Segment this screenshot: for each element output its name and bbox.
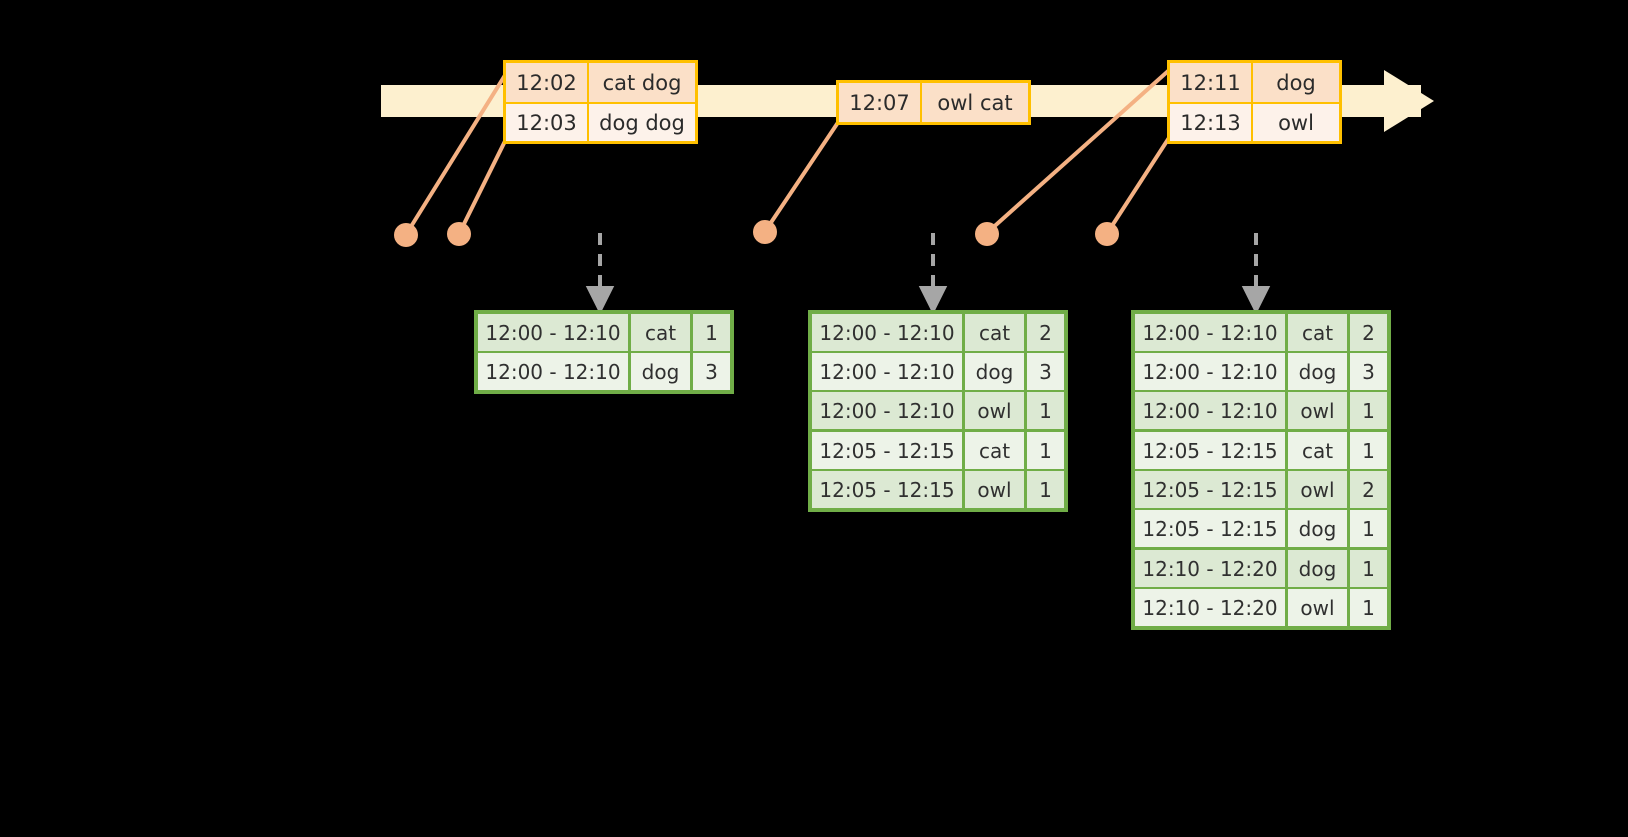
cell-window: 12:05 - 12:15: [812, 471, 962, 508]
cell-count: 1: [693, 314, 730, 351]
cell-word: dog: [631, 353, 690, 390]
cell-window: 12:05 - 12:15: [1135, 471, 1285, 508]
connector-dots: [394, 220, 1119, 247]
connector-line-2: [458, 125, 514, 234]
cell-word: dog: [1288, 550, 1347, 587]
cell-count: 2: [1350, 471, 1387, 508]
event-time: 12:07: [839, 83, 922, 122]
event-time: 12:13: [1170, 104, 1253, 141]
event-box-3[interactable]: 12:11 dog 12:13 owl: [1167, 60, 1342, 144]
dot-1: [394, 223, 418, 247]
cell-window: 12:05 - 12:15: [1135, 432, 1285, 469]
cell-word: cat: [965, 432, 1024, 469]
cell-word: owl: [1288, 471, 1347, 508]
cell-word: dog: [1288, 353, 1347, 390]
cell-count: 2: [1027, 314, 1064, 351]
event-row: 12:07 owl cat: [839, 83, 1028, 122]
cell-word: dog: [1288, 510, 1347, 547]
cell-word: owl: [1288, 589, 1347, 626]
connector-line-1: [405, 62, 514, 235]
cell-word: dog: [965, 353, 1024, 390]
event-payload: owl cat: [922, 83, 1028, 122]
cell-window: 12:00 - 12:10: [1135, 392, 1285, 429]
cell-window: 12:05 - 12:15: [1135, 510, 1285, 547]
cell-word: cat: [965, 314, 1024, 351]
cell-word: cat: [1288, 314, 1347, 351]
cell-word: owl: [1288, 392, 1347, 429]
cell-word: owl: [965, 392, 1024, 429]
cell-window: 12:00 - 12:10: [812, 353, 962, 390]
cell-count: 3: [1350, 353, 1387, 390]
connector-line-4: [986, 62, 1178, 234]
cell-window: 12:00 - 12:10: [812, 392, 962, 429]
event-box-2[interactable]: 12:07 owl cat: [836, 80, 1031, 125]
event-time: 12:11: [1170, 63, 1253, 102]
emit-arrow-3: [1241, 233, 1271, 315]
cell-count: 1: [1350, 589, 1387, 626]
cell-count: 2: [1350, 314, 1387, 351]
cell-window: 12:10 - 12:20: [1135, 550, 1285, 587]
cell-window: 12:00 - 12:10: [1135, 353, 1285, 390]
emit-arrow-2: [918, 233, 948, 315]
cell-count: 3: [1027, 353, 1064, 390]
event-row: 12:02 cat dog: [506, 63, 695, 102]
event-payload: owl: [1253, 104, 1339, 141]
cell-window: 12:00 - 12:10: [478, 353, 628, 390]
cell-window: 12:10 - 12:20: [1135, 589, 1285, 626]
cell-count: 1: [1027, 392, 1064, 429]
connector-line-5: [1106, 125, 1178, 234]
cell-count: 1: [1350, 510, 1387, 547]
event-time: 12:03: [506, 104, 589, 141]
event-payload: dog dog: [589, 104, 695, 141]
event-row: 12:11 dog: [1170, 63, 1339, 102]
cell-window: 12:05 - 12:15: [812, 432, 962, 469]
cell-count: 1: [1027, 432, 1064, 469]
cell-count: 3: [693, 353, 730, 390]
dot-3: [753, 220, 777, 244]
event-row: 12:03 dog dog: [506, 102, 695, 141]
cell-window: 12:00 - 12:10: [812, 314, 962, 351]
connector-lines: [405, 62, 1178, 235]
event-time: 12:02: [506, 63, 589, 102]
event-payload: dog: [1253, 63, 1339, 102]
dot-2: [447, 222, 471, 246]
cell-window: 12:00 - 12:10: [478, 314, 628, 351]
cell-word: owl: [965, 471, 1024, 508]
dot-5: [1095, 222, 1119, 246]
cell-count: 1: [1350, 392, 1387, 429]
event-payload: cat dog: [589, 63, 695, 102]
emit-arrow-1: [585, 233, 615, 315]
dot-4: [975, 222, 999, 246]
event-box-1[interactable]: 12:02 cat dog 12:03 dog dog: [503, 60, 698, 144]
cell-word: cat: [631, 314, 690, 351]
event-row: 12:13 owl: [1170, 102, 1339, 141]
cell-word: cat: [1288, 432, 1347, 469]
cell-count: 1: [1027, 471, 1064, 508]
timeline-arrow-head: [1384, 70, 1434, 132]
emit-arrows: [585, 233, 1271, 315]
cell-count: 1: [1350, 432, 1387, 469]
connector-line-3: [764, 110, 847, 232]
cell-window: 12:00 - 12:10: [1135, 314, 1285, 351]
cell-count: 1: [1350, 550, 1387, 587]
